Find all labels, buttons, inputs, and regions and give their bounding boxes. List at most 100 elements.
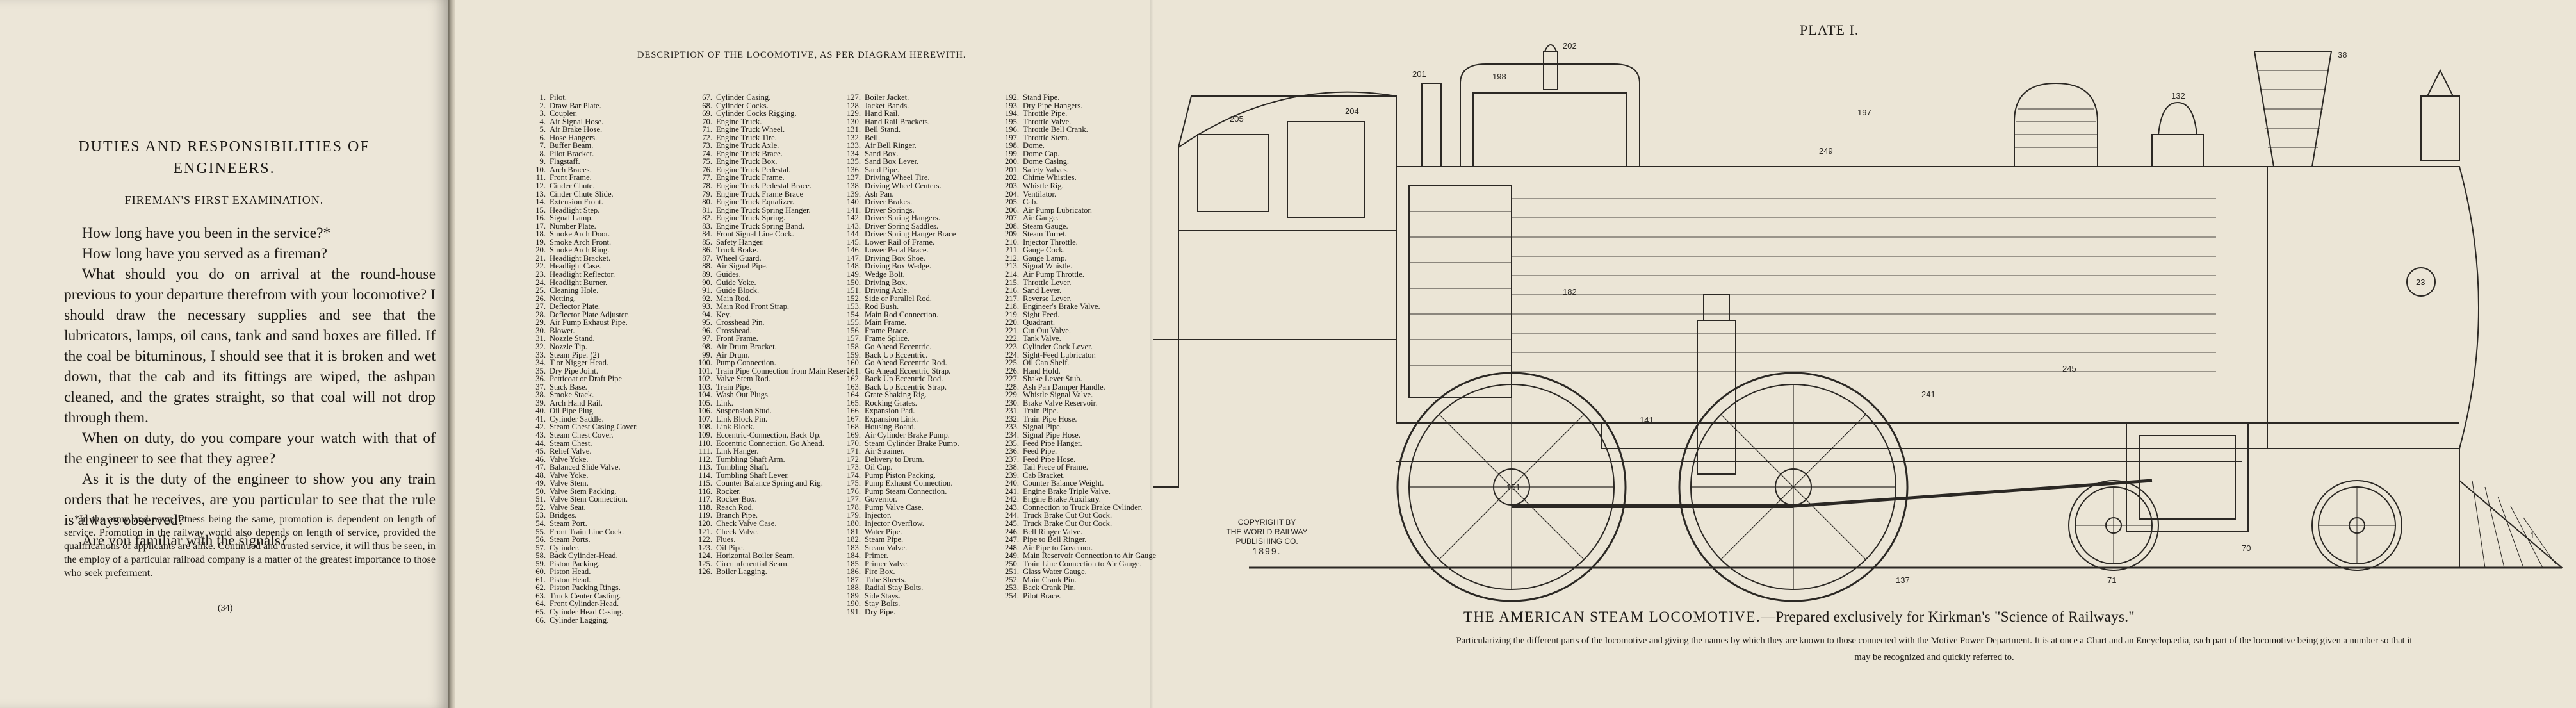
- list-item-number: 248.: [1004, 543, 1019, 552]
- list-item-text: Whistle Rig.: [1023, 182, 1064, 190]
- list-item: 62.Piston Packing Rings.: [530, 584, 684, 592]
- list-item-number: 104.: [697, 391, 712, 399]
- list-item: 50. Valve Stem Packing.: [530, 488, 684, 496]
- list-item-number: 148.: [846, 262, 861, 271]
- callout: 201: [1412, 69, 1426, 79]
- list-item: 114.Tumbling Shaft Lever.: [697, 472, 851, 480]
- list-item-text: Hand Hold.: [1023, 366, 1061, 375]
- list-item-number: 239.: [1004, 471, 1019, 480]
- list-item-number: 56.: [535, 536, 546, 544]
- list-item: 17.Number Plate.: [530, 222, 684, 231]
- list-item-text: Coupler.: [550, 110, 578, 118]
- list-item: 151.Driving Axle.: [845, 286, 999, 295]
- list-item-text: Petticoat or Draft Pipe: [550, 375, 622, 383]
- list-item-number: 112.: [698, 455, 712, 464]
- list-item-text: Throttle Stem.: [1023, 133, 1070, 142]
- list-item: 85.Safety Hanger.: [697, 238, 851, 247]
- list-item-number: 59.: [535, 559, 546, 568]
- list-item-number: 141.: [846, 206, 861, 215]
- list-item-text: Counter Balance Spring and Rig.: [716, 479, 823, 488]
- list-item: 142.Driver Spring Hangers.: [845, 214, 999, 222]
- list-item-number: 223.: [1004, 342, 1019, 351]
- list-item: 231.Train Pipe.: [1004, 407, 1157, 415]
- list-item-text: Stand Pipe.: [1023, 94, 1060, 102]
- list-item: 210.Injector Throttle.: [1004, 238, 1157, 247]
- list-item-number: 48.: [535, 471, 546, 480]
- list-item-number: 1.: [539, 94, 546, 102]
- list-item-text: Valve Stem Packing.: [550, 487, 617, 496]
- list-item-number: 119.: [698, 511, 712, 520]
- list-item-number: 39.: [535, 399, 546, 408]
- list-item-number: 121.: [697, 527, 712, 536]
- list-item-number: 24.: [535, 278, 546, 287]
- title-line-2: ENGINEERS.: [173, 160, 275, 177]
- list-item: 124.Horizontal Boiler Seam.: [697, 552, 851, 560]
- list-item-number: 154.: [846, 310, 861, 319]
- list-item-number: 215.: [1004, 278, 1019, 287]
- list-item-text: Back Up Eccentric Strap.: [865, 383, 947, 391]
- callout: 241: [1921, 390, 1936, 399]
- list-item-text: Cab Bracket.: [1023, 471, 1065, 480]
- list-item: 58.Back Cylinder-Head.: [530, 552, 684, 560]
- list-item-text: Main Frame.: [865, 318, 907, 327]
- list-item: 234.Signal Pipe Hose.: [1004, 431, 1157, 440]
- steam-pipe: [1460, 63, 1640, 167]
- list-item: 25.Cleaning Hole.: [530, 286, 684, 295]
- list-item-text: Sand Box Lever.: [865, 158, 919, 166]
- list-item: 132.Bell.: [845, 134, 999, 142]
- description-heading: DESCRIPTION OF THE LOCOMOTIVE, AS PER DI…: [637, 50, 966, 60]
- list-item-text: Engine Truck Brace.: [716, 149, 783, 158]
- list-item-text: Crosshead Pin.: [716, 318, 765, 327]
- list-item-text: Back Cylinder-Head.: [550, 552, 618, 560]
- list-item-text: Pilot Brace.: [1023, 591, 1061, 600]
- list-item-text: Go Ahead Eccentric Strap.: [865, 366, 951, 375]
- list-item: 249.Main Reservoir Connection to Air Gau…: [1004, 552, 1157, 560]
- list-item-text: Pump Valve Case.: [865, 503, 924, 512]
- list-item-number: 50.: [535, 487, 546, 496]
- list-item: 248.Air Pipe to Governor.: [1004, 544, 1157, 552]
- list-item: 233.Signal Pipe.: [1004, 423, 1157, 431]
- list-item-number: 131.: [846, 126, 861, 134]
- list-item-number: 108.: [697, 423, 712, 431]
- list-item-text: Expansion Pad.: [865, 407, 915, 415]
- list-item-text: Driving Wheel Tire.: [865, 174, 930, 183]
- list-item-number: 41.: [535, 415, 546, 424]
- list-item-number: 188.: [846, 584, 861, 592]
- list-item-text: Sand Lever.: [1023, 286, 1062, 295]
- list-item: 59.Piston Packing.: [530, 560, 684, 568]
- list-item-number: 180.: [846, 519, 861, 528]
- list-item: 38.Smoke Stack.: [530, 391, 684, 399]
- list-item-text: Tank Valve.: [1023, 334, 1061, 343]
- list-item-text: Piston Head.: [550, 575, 591, 584]
- list-item-number: 98.: [702, 342, 712, 351]
- list-item: 205.Cab.: [1004, 198, 1157, 206]
- cab-window: [1197, 134, 1269, 212]
- list-item: 65.Cylinder Head Casing.: [530, 608, 684, 616]
- list-item-number: 125.: [697, 559, 712, 568]
- list-item: 184.Primer.: [845, 552, 999, 560]
- list-item-number: 44.: [535, 439, 546, 448]
- list-item-number: 40.: [535, 407, 546, 415]
- list-item-number: 158.: [846, 342, 861, 351]
- list-item-text: Go Ahead Eccentric Rod.: [865, 359, 947, 367]
- list-item-number: 172.: [846, 455, 861, 464]
- list-item-text: Stack Base.: [550, 383, 587, 391]
- list-item: 160.Go Ahead Eccentric Rod.: [845, 359, 999, 367]
- list-item: 172.Delivery to Drum.: [845, 456, 999, 464]
- list-item-number: 151.: [846, 286, 861, 295]
- list-item-text: Valve Seat.: [550, 503, 586, 512]
- list-item-text: Sight Feed.: [1023, 310, 1060, 319]
- list-item-text: Steam Gauge.: [1023, 222, 1068, 231]
- list-item-text: Signal Pipe Hose.: [1023, 431, 1080, 440]
- paragraph: How long have you been in the service?*: [82, 225, 331, 242]
- list-item: 182.Steam Pipe.: [845, 536, 999, 544]
- list-item: 224.Sight-Feed Lubricator.: [1004, 351, 1157, 359]
- list-item: 209.Steam Turret.: [1004, 230, 1157, 238]
- list-item: 191.Dry Pipe.: [845, 608, 999, 616]
- list-item-text: Quadrant.: [1023, 318, 1056, 327]
- list-item-number: 210.: [1004, 238, 1019, 247]
- list-item: 230.Brake Valve Reservoir.: [1004, 399, 1157, 408]
- list-item-number: 134.: [846, 149, 861, 158]
- list-item: 89.Guides.: [697, 270, 851, 279]
- callout: 205: [1230, 114, 1244, 124]
